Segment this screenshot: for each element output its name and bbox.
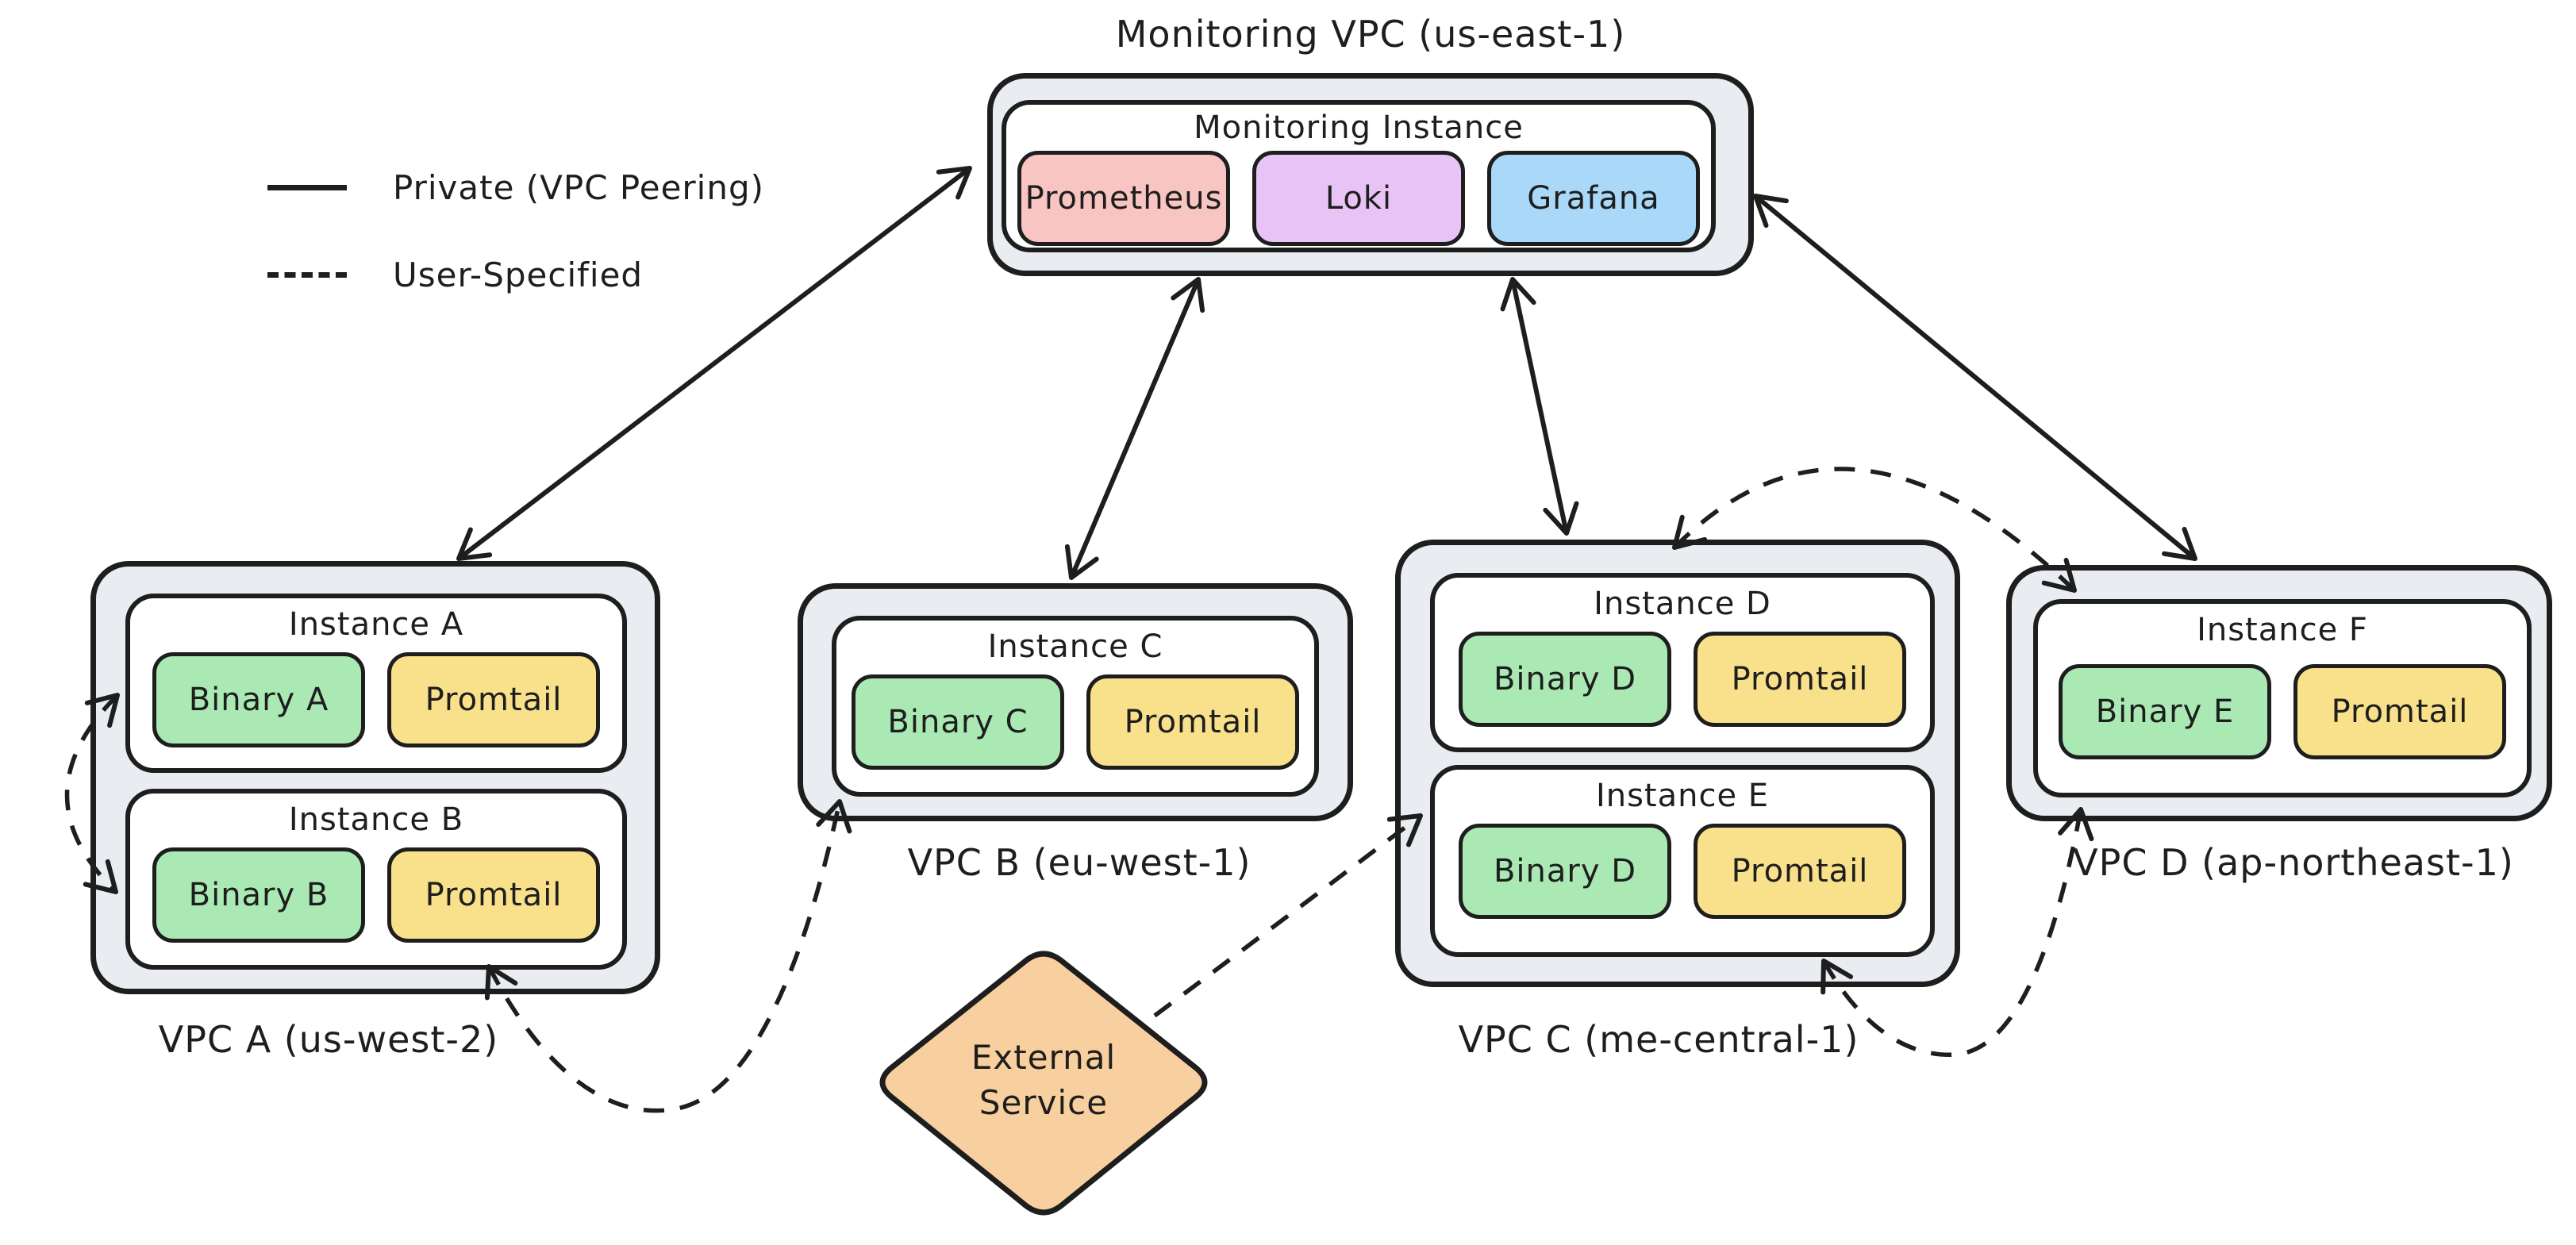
prometheus-label: Prometheus bbox=[1025, 180, 1223, 217]
instance-f-title: Instance F bbox=[2197, 612, 2368, 648]
promtail-node-b: Promtail bbox=[387, 847, 600, 943]
binary-b-label: Binary B bbox=[188, 877, 329, 913]
monitoring-vpc-title: Monitoring VPC (us-east-1) bbox=[1115, 13, 1626, 56]
binary-d2-label: Binary D bbox=[1493, 853, 1637, 890]
vpc-d-label: VPC D (ap-northeast-1) bbox=[2073, 841, 2514, 884]
legend-private-label: Private (VPC Peering) bbox=[393, 168, 765, 207]
monitoring-instance-title: Monitoring Instance bbox=[1194, 110, 1524, 146]
binary-d-label: Binary D bbox=[1493, 661, 1637, 697]
promtail-node-e: Promtail bbox=[1694, 824, 1906, 919]
binary-d-node: Binary D bbox=[1459, 632, 1671, 727]
external-service-label: External Service bbox=[971, 1038, 1117, 1122]
instance-e-box: Instance E Binary D Promtail bbox=[1430, 765, 1935, 957]
promtail-node-a: Promtail bbox=[387, 652, 600, 747]
instance-b-title: Instance B bbox=[288, 801, 464, 838]
loki-node: Loki bbox=[1252, 151, 1465, 246]
loki-label: Loki bbox=[1325, 180, 1393, 217]
instance-e-title: Instance E bbox=[1595, 778, 1770, 814]
promtail-label-c: Promtail bbox=[1124, 704, 1262, 740]
prometheus-node: Prometheus bbox=[1017, 151, 1230, 246]
solid-line-icon bbox=[267, 185, 347, 190]
legend-user-specified-label: User-Specified bbox=[393, 256, 644, 294]
promtail-label-b: Promtail bbox=[425, 877, 563, 913]
promtail-label-d: Promtail bbox=[1731, 661, 1869, 697]
promtail-label-f: Promtail bbox=[2331, 694, 2469, 730]
promtail-label-e: Promtail bbox=[1731, 853, 1869, 890]
instance-a-box: Instance A Binary A Promtail bbox=[125, 594, 627, 773]
legend-item-private: Private (VPC Peering) bbox=[267, 168, 764, 207]
binary-a-node: Binary A bbox=[152, 652, 365, 747]
instance-f-box: Instance F Binary E Promtail bbox=[2033, 599, 2532, 797]
legend-item-user-specified: User-Specified bbox=[267, 256, 643, 294]
promtail-node-f: Promtail bbox=[2293, 664, 2506, 759]
promtail-label-a: Promtail bbox=[425, 682, 563, 718]
instance-c-title: Instance C bbox=[987, 628, 1163, 665]
instance-a-title: Instance A bbox=[288, 606, 464, 643]
binary-a-label: Binary A bbox=[188, 682, 329, 718]
binary-c-node: Binary C bbox=[852, 674, 1064, 770]
vpc-c-label: VPC C (me-central-1) bbox=[1458, 1018, 1859, 1061]
promtail-node-d: Promtail bbox=[1694, 632, 1906, 727]
instance-d-title: Instance D bbox=[1594, 586, 1771, 622]
dashed-line-icon bbox=[267, 272, 347, 278]
binary-b-node: Binary B bbox=[152, 847, 365, 943]
binary-c-label: Binary C bbox=[887, 704, 1028, 740]
instance-d-box: Instance D Binary D Promtail bbox=[1430, 573, 1935, 752]
monitoring-instance-box: Monitoring Instance Prometheus Loki Graf… bbox=[1002, 100, 1716, 252]
vpc-b-label: VPC B (eu-west-1) bbox=[907, 841, 1251, 884]
vpc-a-label: VPC A (us-west-2) bbox=[158, 1018, 499, 1061]
binary-e-label: Binary E bbox=[2095, 694, 2235, 730]
binary-d2-node: Binary D bbox=[1459, 824, 1671, 919]
grafana-node: Grafana bbox=[1487, 151, 1700, 246]
instance-c-box: Instance C Binary C Promtail bbox=[832, 616, 1319, 797]
grafana-label: Grafana bbox=[1527, 180, 1660, 217]
promtail-node-c: Promtail bbox=[1086, 674, 1299, 770]
binary-e-node: Binary E bbox=[2059, 664, 2271, 759]
instance-b-box: Instance B Binary B Promtail bbox=[125, 789, 627, 970]
